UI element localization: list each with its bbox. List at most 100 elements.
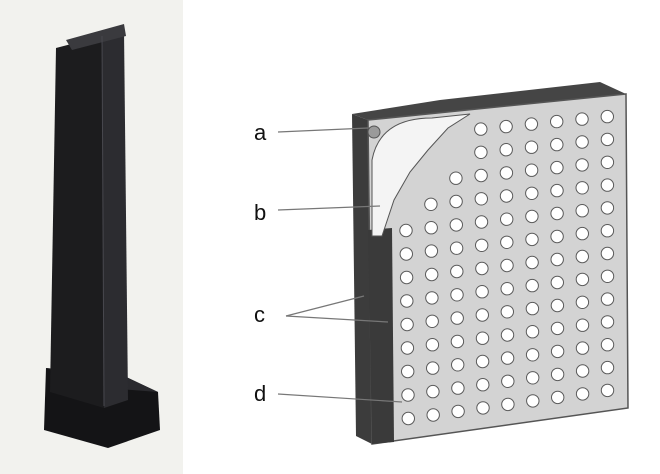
perforation-hole [425,314,439,328]
perforation-hole [399,223,413,238]
perforation-hole [400,317,414,332]
perforation-hole [425,291,439,305]
leader-line-b [277,205,381,211]
panel-left-side [352,114,372,444]
callout-label-c: c [254,302,265,327]
perforation-hole [600,383,615,398]
tower-speaker-photo [0,0,183,474]
leader-line-d [277,393,403,403]
perforation-hole [600,109,614,124]
perforation-hole [500,258,514,273]
perforation-hole [399,270,414,285]
perforation-hole [575,204,589,218]
perforation-hole [400,341,415,355]
perforation-hole [476,401,490,415]
speaker-body-side [102,30,128,408]
perforation-hole [449,194,463,209]
perforation-hole [575,181,589,195]
perforation-hole [449,171,463,185]
callout-label-d: d [254,381,266,406]
perforation-hole [426,384,440,399]
callout-label-a: a [254,120,267,145]
perforation-hole [425,338,440,352]
perforation-hole [525,348,540,362]
perforation-hole [475,285,489,299]
perforation-hole [525,232,539,247]
perforation-hole [550,229,564,244]
perforation-hole [475,331,490,345]
speaker-body-front [50,36,104,408]
perforation-hole [600,201,615,215]
perforation-hole [450,334,465,349]
perforation-hole [474,168,488,183]
perforation-hole [550,114,564,129]
perforation-hole [600,292,615,306]
perforation-hole [426,408,440,422]
perforation-hole [550,252,564,267]
perforation-hole [450,288,464,302]
perforation-hole [450,264,464,279]
perforation-hole [474,122,488,136]
perforation-holes [399,109,615,426]
leader-line-c-lower [285,315,389,323]
perforation-hole [474,192,488,206]
perforation-hole [451,358,465,372]
perforation-hole [500,305,514,319]
perforation-hole [451,381,465,395]
perforation-hole [525,255,539,270]
perforation-hole [475,354,490,369]
perforation-hole [525,325,540,339]
perforation-hole [550,275,564,290]
perforation-hole [475,238,489,253]
perforation-hole [550,344,565,359]
perforation-hole [600,246,615,261]
perforation-hole [550,321,565,336]
perforation-hole [500,328,515,342]
perforation-hole [600,360,615,375]
perforation-hole [525,209,539,224]
perforation-hole [550,298,565,313]
perforation-hole [575,158,589,172]
perforation-hole [401,388,415,402]
speaker-edge-highlight [101,35,105,407]
perforation-hole [424,197,438,212]
perforation-hole [475,308,489,322]
perforation-hole [399,247,413,261]
perforation-hole [500,212,514,226]
perforation-hole [550,137,564,152]
perforation-hole [499,119,513,134]
callout-label-b: b [254,200,266,225]
perforation-hole [499,189,514,203]
leader-lines [277,127,403,403]
speaker-top-cap [66,24,126,50]
perforation-hole [474,215,489,229]
perforation-hole [550,183,564,198]
perforation-hole [600,269,615,283]
perforation-hole [426,361,440,375]
perforation-hole [551,390,565,405]
perforation-hole [575,387,590,401]
perforation-hole [600,224,615,238]
panel-dark-band [368,228,394,444]
perforation-hole [474,145,488,160]
perforation-hole [499,166,514,180]
perforation-hole [550,160,564,175]
perforation-hole [550,367,565,382]
perforation-hole [500,235,514,250]
perforation-hole [526,394,540,408]
panel-diagram [352,82,629,445]
perforation-hole [425,267,439,282]
perforation-hole [424,244,439,258]
perforation-hole [401,411,415,426]
perforation-hole [449,218,463,232]
perforation-hole [501,374,515,388]
perforation-hole [575,135,589,149]
perforation-hole [525,301,540,316]
perforation-hole [524,140,539,154]
perforation-hole [401,364,415,379]
perforation-hole [575,249,589,264]
perforation-hole [524,163,539,177]
perforation-hole [575,112,589,126]
perforation-hole [600,155,615,170]
